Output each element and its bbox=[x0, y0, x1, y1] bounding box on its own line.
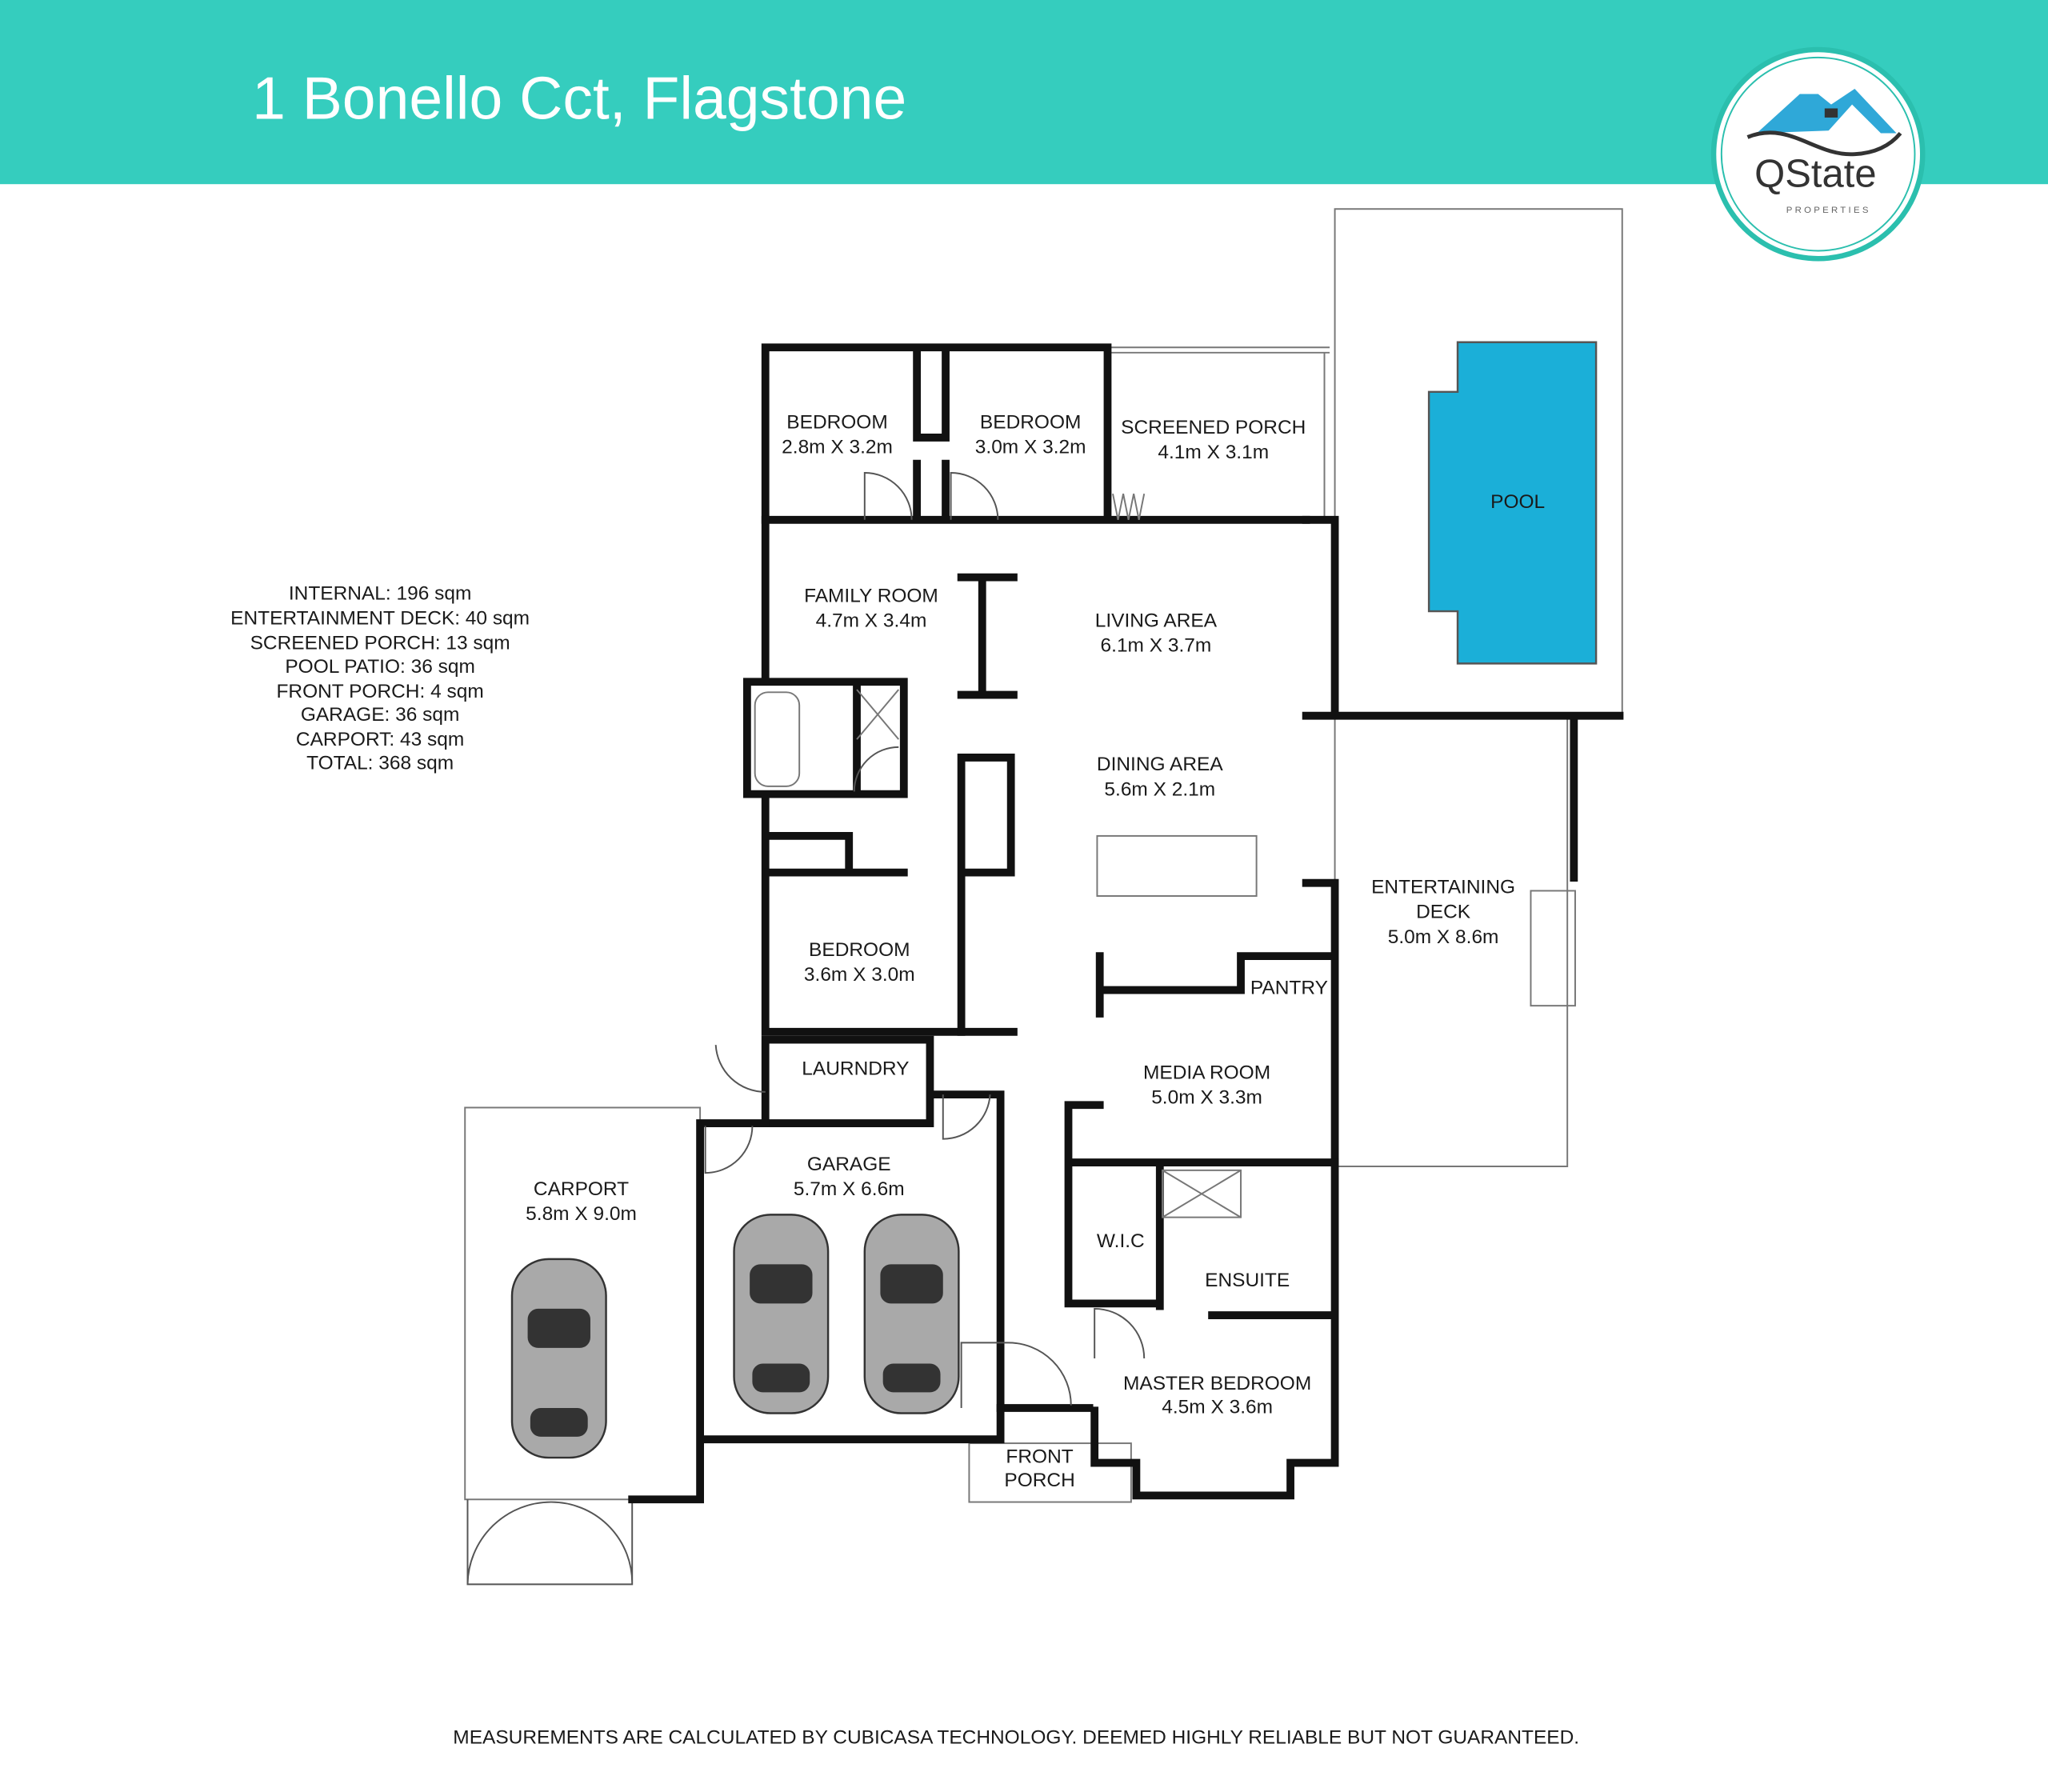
svg-text:CARPORT: 43 sqm: CARPORT: 43 sqm bbox=[296, 729, 464, 750]
room-name: W.I.C bbox=[1097, 1230, 1145, 1252]
room-name: BEDROOM bbox=[786, 412, 887, 434]
svg-text:TOTAL: 368 sqm: TOTAL: 368 sqm bbox=[306, 753, 454, 774]
room-name: BEDROOM bbox=[809, 939, 910, 961]
room-size: 2.8m X 3.2m bbox=[782, 437, 893, 458]
room-name: MEDIA ROOM bbox=[1143, 1062, 1270, 1084]
room-size: 5.0m X 8.6m bbox=[1388, 926, 1499, 948]
room-size: 5.0m X 3.3m bbox=[1151, 1087, 1262, 1109]
car-icon bbox=[863, 1214, 960, 1414]
shower bbox=[1162, 1169, 1242, 1218]
room-size: 6.1m X 3.7m bbox=[1101, 635, 1212, 657]
svg-text:ENTERTAINMENT DECK: 40 sqm: ENTERTAINMENT DECK: 40 sqm bbox=[230, 607, 530, 629]
room-name: POOL bbox=[1490, 491, 1545, 513]
kitchen-island bbox=[1096, 834, 1258, 897]
bathtub bbox=[754, 691, 801, 787]
svg-text:SCREENED PORCH: 13 sqm: SCREENED PORCH: 13 sqm bbox=[250, 632, 510, 654]
room-size: 4.1m X 3.1m bbox=[1158, 442, 1269, 463]
room-size: 5.8m X 9.0m bbox=[526, 1203, 637, 1225]
svg-text:FRONT PORCH: 4 sqm: FRONT PORCH: 4 sqm bbox=[276, 681, 483, 702]
room-name: ENTERTAINING bbox=[1371, 877, 1515, 898]
room-name: MASTER BEDROOM bbox=[1123, 1373, 1311, 1394]
walls bbox=[628, 343, 1624, 1504]
room-size: 5.6m X 2.1m bbox=[1104, 778, 1215, 800]
room-name: BEDROOM bbox=[980, 412, 1081, 434]
room-labels: BEDROOM 2.8m X 3.2m BEDROOM 3.0m X 3.2m … bbox=[526, 412, 1545, 1491]
room-name: PORCH bbox=[1004, 1470, 1074, 1491]
room-name: SCREENED PORCH bbox=[1121, 417, 1306, 438]
room-name: GARAGE bbox=[807, 1154, 891, 1175]
front-porch-outline bbox=[968, 1442, 1132, 1503]
room-name: CARPORT bbox=[534, 1178, 629, 1200]
qstate-logo: QState PROPERTIES bbox=[1710, 46, 1926, 262]
room-name: FRONT bbox=[1006, 1446, 1073, 1468]
car-icon bbox=[733, 1214, 830, 1414]
pool bbox=[1427, 341, 1598, 665]
logo-name: QState bbox=[1754, 152, 1876, 195]
room-name: DINING AREA bbox=[1097, 754, 1223, 775]
area-summary: INTERNAL: 196 sqm ENTERTAINMENT DECK: 40… bbox=[230, 582, 530, 774]
room-name: LAURNDRY bbox=[802, 1058, 909, 1080]
room-name: FAMILY ROOM bbox=[804, 586, 938, 607]
svg-text:GARAGE: 36 sqm: GARAGE: 36 sqm bbox=[301, 704, 460, 726]
room-name: DECK bbox=[1416, 902, 1471, 923]
room-size: 3.6m X 3.0m bbox=[804, 964, 915, 986]
bbq bbox=[1530, 890, 1576, 1007]
room-size: 5.7m X 6.6m bbox=[794, 1178, 905, 1200]
stairs bbox=[1112, 493, 1146, 520]
page-title: 1 Bonello Cct, Flagstone bbox=[252, 65, 906, 132]
room-name: ENSUITE bbox=[1205, 1270, 1290, 1291]
header-bar bbox=[0, 0, 2048, 185]
logo-tagline: PROPERTIES bbox=[1786, 206, 1871, 215]
fixtures bbox=[704, 472, 1576, 1408]
svg-text:POOL PATIO: 36 sqm: POOL PATIO: 36 sqm bbox=[285, 656, 475, 678]
room-name: LIVING AREA bbox=[1095, 610, 1218, 632]
svg-text:INTERNAL: 196 sqm: INTERNAL: 196 sqm bbox=[289, 582, 471, 604]
room-name: PANTRY bbox=[1250, 977, 1328, 998]
room-size: 3.0m X 3.2m bbox=[975, 437, 1086, 458]
disclaimer: MEASUREMENTS ARE CALCULATED BY CUBICASA … bbox=[453, 1727, 1579, 1749]
car-icon bbox=[510, 1258, 607, 1459]
room-size: 4.7m X 3.4m bbox=[816, 610, 927, 632]
room-size: 4.5m X 3.6m bbox=[1162, 1397, 1273, 1418]
